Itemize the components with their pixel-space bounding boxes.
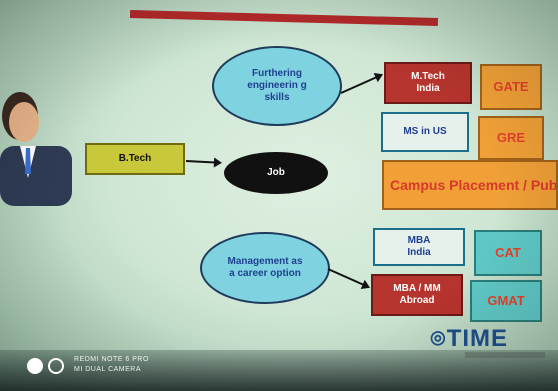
mba-abroad-box: MBA / MM Abroad <box>371 274 463 316</box>
furthering-skills-label: Furthering engineerin g skills <box>247 68 307 103</box>
presenter-illustration <box>0 92 72 206</box>
management-ellipse: Management as a career option <box>200 232 330 304</box>
time-logo: ◎TIME <box>430 325 508 353</box>
job-label: Job <box>267 167 285 178</box>
arrow-furthering-to-mtech <box>340 74 382 94</box>
mba-india-label: MBA India <box>407 235 431 258</box>
ms-us-box: MS in US <box>381 112 469 152</box>
ms-us-label: MS in US <box>403 126 447 137</box>
time-logo-symbol: ◎ <box>430 327 447 347</box>
furthering-skills-ellipse: Furthering engineerin g skills <box>212 46 342 126</box>
management-label: Management as a career option <box>227 256 303 279</box>
cat-box: CAT <box>474 230 542 276</box>
mtech-india-box: M.Tech India <box>384 62 472 104</box>
camera-watermark-icon <box>27 358 64 374</box>
arrow-management-to-mba-abroad <box>327 268 369 288</box>
mba-abroad-label: MBA / MM Abroad <box>393 283 441 306</box>
job-ellipse: Job <box>224 152 328 194</box>
gre-label: GRE <box>496 130 526 145</box>
gmat-box: GMAT <box>470 280 542 322</box>
mtech-india-label: M.Tech India <box>411 71 445 94</box>
gate-box: GATE <box>480 64 542 110</box>
slide-title-bar <box>129 9 439 27</box>
arrow-btech-to-job <box>185 160 221 164</box>
campus-placement-label: Campus Placement / Public Sector <box>390 177 558 193</box>
gate-label: GATE <box>493 79 529 94</box>
gre-box: GRE <box>478 116 544 160</box>
mba-india-box: MBA India <box>373 228 465 266</box>
cat-label: CAT <box>495 245 521 260</box>
camera-model-text: REDMI NOTE 6 PRO <box>74 356 149 363</box>
gmat-label: GMAT <box>487 293 525 308</box>
photo-bottom-edge <box>0 350 558 391</box>
time-logo-text: TIME <box>446 325 509 352</box>
btech-label: B.Tech <box>118 153 152 164</box>
camera-type-text: MI DUAL CAMERA <box>74 366 142 373</box>
btech-box: B.Tech <box>85 143 185 175</box>
campus-placement-box: Campus Placement / Public Sector <box>382 160 558 210</box>
